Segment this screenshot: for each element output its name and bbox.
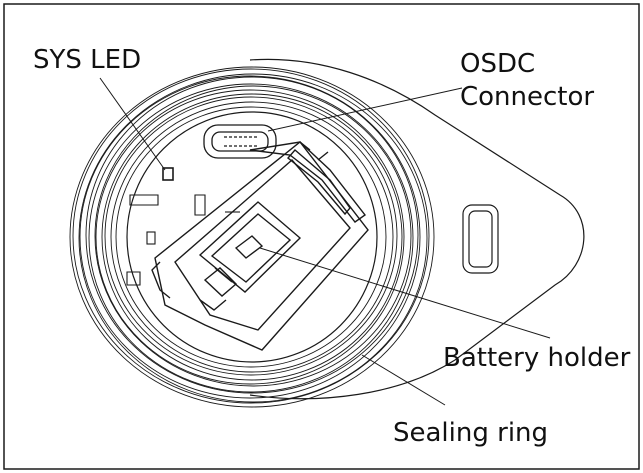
sys-led — [162, 167, 174, 181]
sys-led-leader — [99, 77, 166, 171]
battery-holder — [151, 141, 369, 351]
osdc-leader — [267, 87, 463, 132]
board-details — [126, 194, 240, 286]
leader-lines — [99, 77, 551, 406]
battery-holder-leader — [259, 247, 551, 339]
sealing-ring — [69, 66, 435, 408]
label-battery-holder: Battery holder — [443, 343, 631, 373]
label-sealing-ring: Sealing ring — [393, 418, 548, 448]
osdc-connector — [203, 124, 277, 159]
label-sys-led: SYS LED — [33, 45, 141, 75]
sealing-ring-leader — [361, 354, 446, 406]
label-osdc-line1: OSDC — [460, 49, 535, 79]
diagram-border — [3, 3, 640, 470]
housing-outline — [249, 58, 585, 400]
label-osdc-line2: Connector — [460, 82, 594, 112]
housing-slot — [462, 204, 499, 274]
